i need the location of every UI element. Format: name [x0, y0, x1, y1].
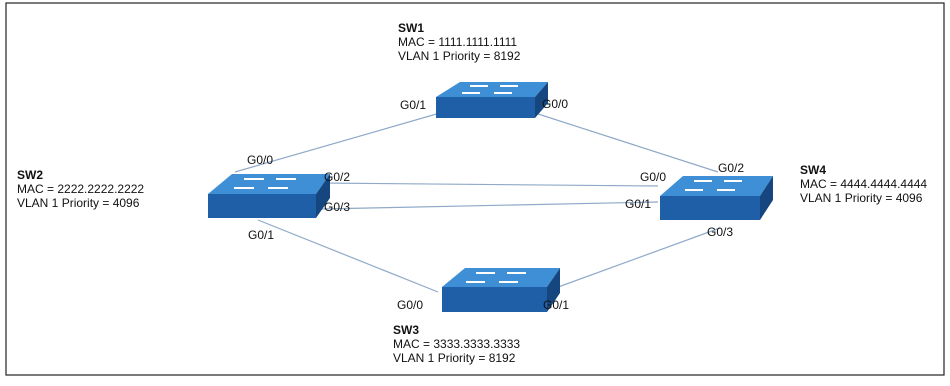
sw2-name: SW2 — [17, 168, 44, 182]
link-sw2-sw1 — [234, 112, 441, 173]
link-sw2-sw3 — [257, 219, 439, 293]
port-sw4-g02: G0/2 — [718, 161, 745, 175]
sw2-priority: VLAN 1 Priority = 4096 — [17, 196, 140, 210]
port-sw3-g01: G0/1 — [543, 298, 570, 312]
port-sw2-g00: G0/0 — [247, 153, 274, 167]
port-sw1-g00: G0/0 — [542, 97, 569, 111]
sw4-label-block: SW4 MAC = 4444.4444.4444 VLAN 1 Priority… — [800, 163, 927, 205]
sw1-priority: VLAN 1 Priority = 8192 — [398, 49, 521, 63]
sw3-label-block: SW3 MAC = 3333.3333.3333 VLAN 1 Priority… — [393, 323, 520, 365]
link-sw2-sw4-g02-g00 — [319, 182, 659, 187]
switch-sw1-icon — [436, 82, 548, 118]
sw3-name: SW3 — [393, 323, 420, 337]
link-sw2-sw4-g03-g01 — [319, 201, 659, 210]
port-sw4-g03: G0/3 — [707, 225, 734, 239]
switch-sw2-icon — [208, 174, 330, 218]
sw1-name: SW1 — [398, 21, 425, 35]
link-sw1-sw4 — [534, 112, 719, 173]
sw2-mac: MAC = 2222.2222.2222 — [17, 182, 145, 196]
sw4-name: SW4 — [800, 163, 827, 177]
sw1-mac: MAC = 1111.1111.1111 — [398, 35, 518, 49]
diagram-border — [5, 2, 945, 376]
sw1-label-block: SW1 MAC = 1111.1111.1111 VLAN 1 Priority… — [398, 21, 520, 63]
sw3-mac: MAC = 3333.3333.3333 — [393, 337, 521, 351]
port-sw4-g01: G0/1 — [625, 197, 652, 211]
port-sw1-g01: G0/1 — [400, 98, 427, 112]
sw4-priority: VLAN 1 Priority = 4096 — [800, 191, 923, 205]
switch-sw4-icon — [660, 176, 773, 220]
sw3-priority: VLAN 1 Priority = 8192 — [393, 351, 516, 365]
link-sw4-sw3 — [549, 227, 721, 291]
port-sw2-g03: G0/3 — [324, 200, 351, 214]
port-sw2-g02: G0/2 — [324, 170, 351, 184]
sw4-mac: MAC = 4444.4444.4444 — [800, 177, 928, 191]
port-sw3-g00: G0/0 — [397, 298, 424, 312]
sw2-label-block: SW2 MAC = 2222.2222.2222 VLAN 1 Priority… — [17, 168, 144, 210]
port-sw4-g00: G0/0 — [640, 170, 667, 184]
port-sw2-g01: G0/1 — [248, 228, 275, 242]
switch-sw3-icon — [442, 268, 560, 312]
